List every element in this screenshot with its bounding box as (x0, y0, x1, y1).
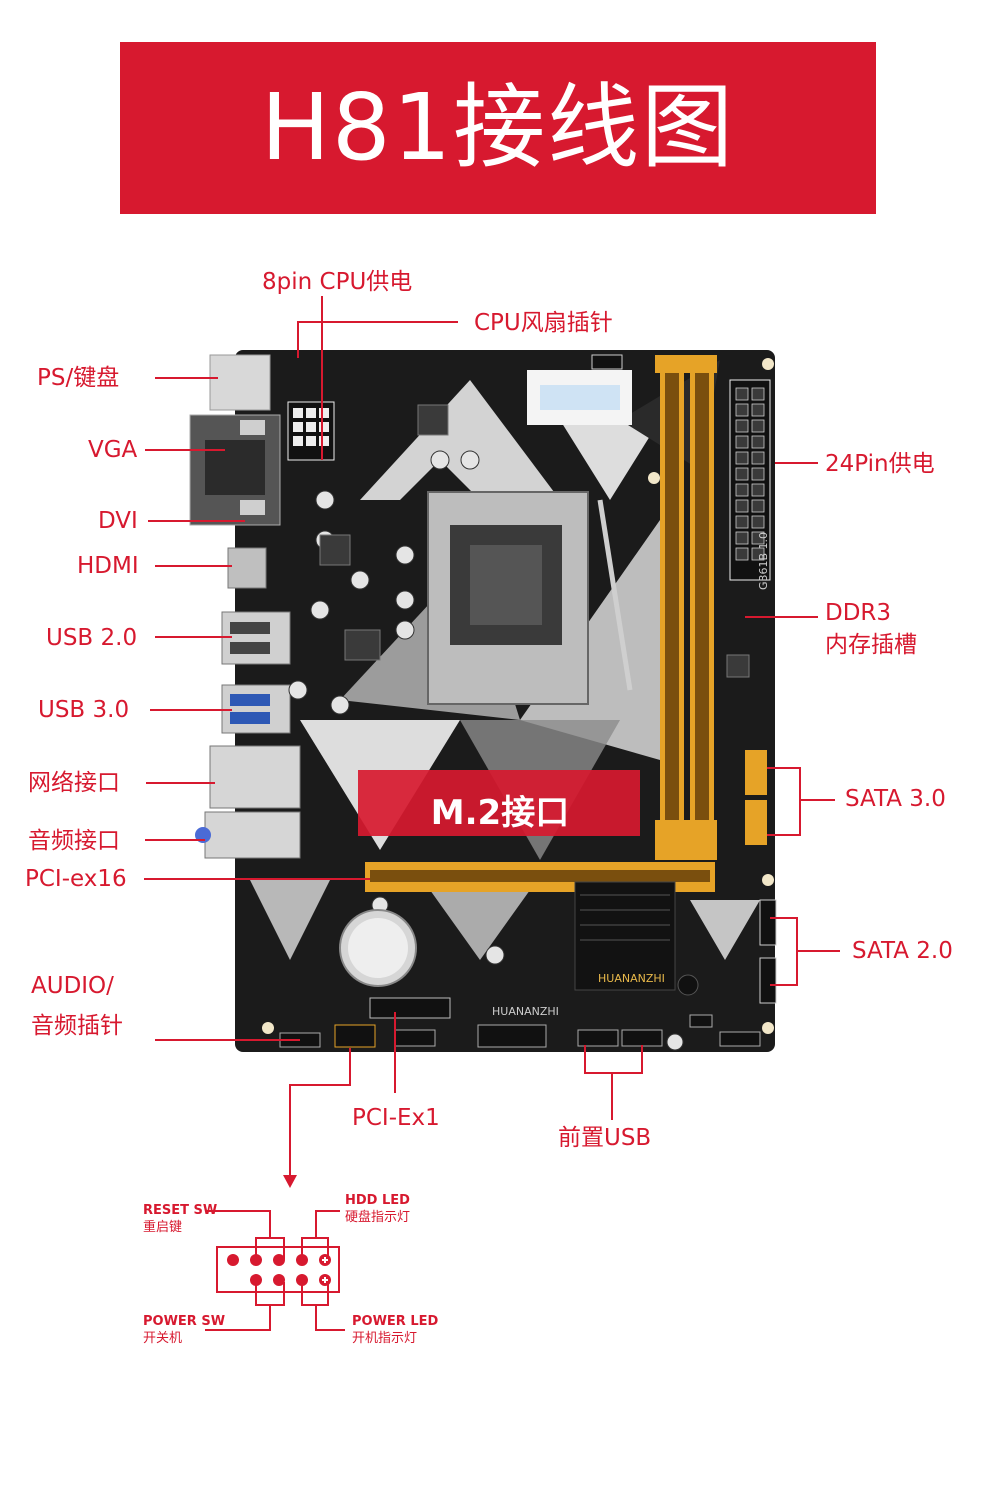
label-hdd-led-cn: 硬盘指示灯 (345, 1210, 411, 1225)
label-hdd-led-en: HDD LED (345, 1193, 410, 1208)
label-power-sw: POWER SW 开关机 (143, 1313, 225, 1347)
label-audio-port: 音频接口 (28, 828, 120, 854)
chipset-brand-text: HUANANZHI (598, 972, 665, 985)
label-pcie1: PCI-Ex1 (352, 1105, 440, 1131)
label-cpu-fan: CPU风扇插针 (474, 310, 613, 336)
label-ddr3-line1: DDR3 (825, 600, 892, 626)
page-title: H81接线图 (260, 74, 736, 181)
label-reset-sw-cn: 重启键 (143, 1220, 183, 1235)
label-cpu-8pin: 8pin CPU供电 (262, 269, 413, 295)
label-audio-header-line2: 音频插针 (31, 1013, 123, 1039)
label-power-led-cn: 开机指示灯 (352, 1331, 418, 1346)
label-power-sw-cn: 开关机 (143, 1331, 183, 1346)
board-logo-text: HUANANZHI (492, 1005, 559, 1018)
label-24pin: 24Pin供电 (825, 451, 935, 477)
label-reset-sw: RESET SW 重启键 (143, 1202, 217, 1236)
label-ps-keyboard: PS/键盘 (37, 365, 120, 391)
label-audio-header-line1: AUDIO/ (31, 973, 114, 999)
label-dvi: DVI (98, 508, 138, 534)
m2-slot-label: M.2接口 (430, 793, 570, 833)
label-power-led: POWER LED 开机指示灯 (352, 1313, 438, 1347)
title-banner: H81接线图 (120, 42, 876, 214)
label-sata3: SATA 3.0 (845, 786, 946, 812)
label-reset-sw-en: RESET SW (143, 1203, 218, 1218)
label-front-usb: 前置USB (558, 1125, 652, 1151)
label-pcie16: PCI-ex16 (25, 866, 127, 892)
label-usb3: USB 3.0 (38, 697, 130, 723)
label-ddr3-line2: 内存插槽 (825, 632, 917, 658)
label-hdmi: HDMI (77, 553, 139, 579)
label-power-led-en: POWER LED (352, 1314, 439, 1329)
label-sata2: SATA 2.0 (852, 938, 953, 964)
label-usb2: USB 2.0 (46, 625, 138, 651)
label-vga: VGA (88, 437, 138, 463)
label-network: 网络接口 (28, 770, 120, 796)
label-power-sw-en: POWER SW (143, 1314, 226, 1329)
label-hdd-led: HDD LED 硬盘指示灯 (345, 1192, 410, 1226)
